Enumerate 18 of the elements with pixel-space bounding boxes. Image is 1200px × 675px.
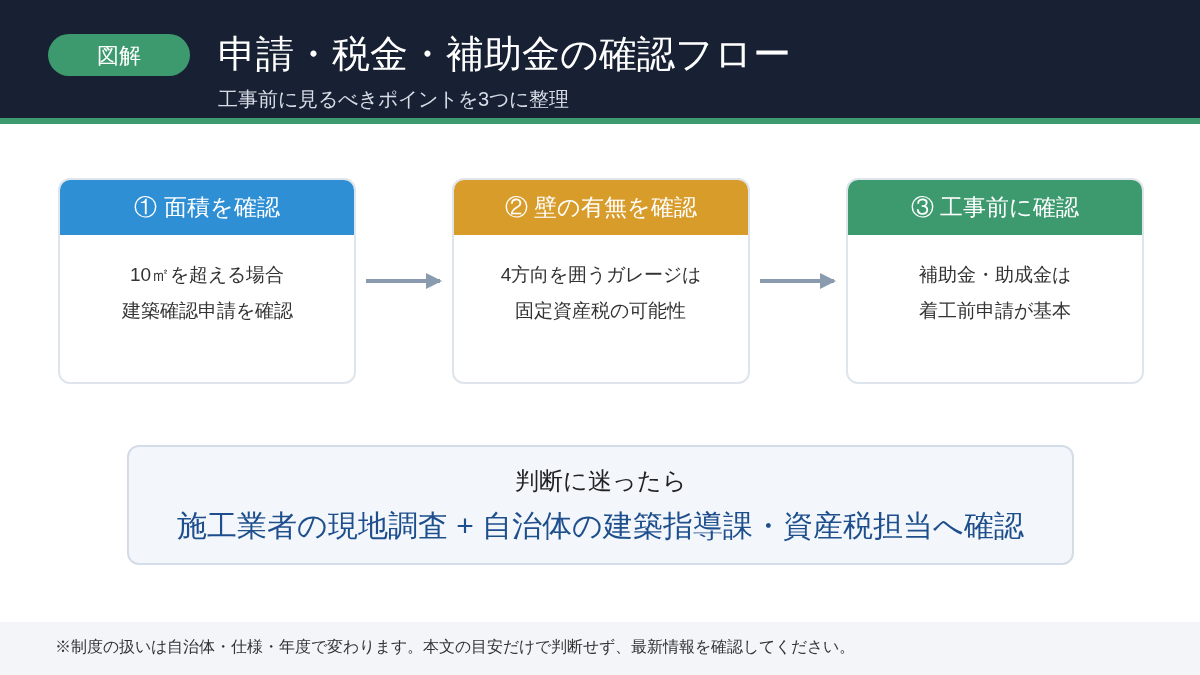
arrow — [760, 273, 836, 289]
step-heading: ② 壁の有無を確認 — [454, 180, 748, 235]
step-card — [846, 178, 1144, 384]
step-text: 4方向を囲うガレージは固定資産税の可能性 — [499, 263, 703, 323]
advice-panel — [127, 445, 1074, 565]
step-text: 10㎡を超える場合建築確認申請を確認 — [121, 263, 293, 323]
step-card — [58, 178, 356, 384]
panel-text: 施工業者の現地調査 + 自治体の建築指導課・資産税担当へ確認 — [176, 507, 1025, 544]
tag-pill: 図解 — [48, 34, 190, 76]
title: 申請・税金・補助金の確認フロー — [218, 32, 791, 77]
footnote: ※制度の扱いは自治体・仕様・年度で変わります。本文の目安だけで判断せず、最新情報を確認してください。 — [55, 637, 855, 657]
panel-heading: 判断に迷ったら — [514, 465, 687, 496]
step-card — [452, 178, 750, 384]
arrow — [366, 273, 442, 289]
step-heading: ③ 工事前に確認 — [848, 180, 1142, 235]
step-heading: ① 面積を確認 — [60, 180, 354, 235]
step-text: 補助金・助成金は着工前申請が基本 — [918, 263, 1072, 323]
subtitle: 工事前に見るべきポイントを3つに整理 — [218, 87, 570, 112]
